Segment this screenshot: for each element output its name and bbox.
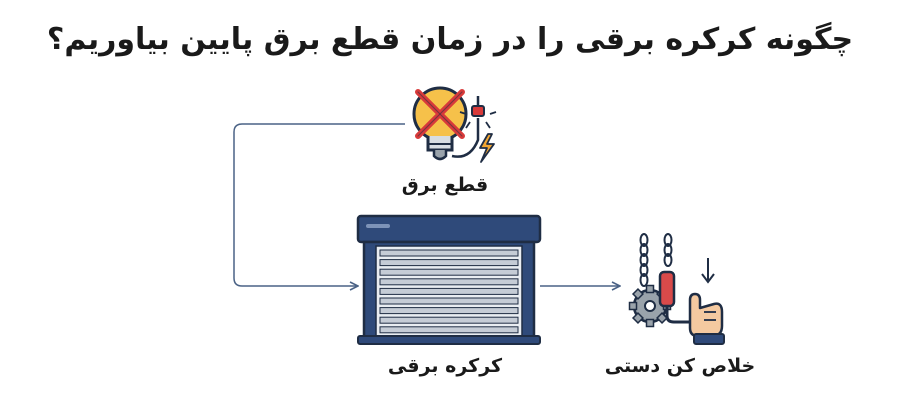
page-title: چگونه کرکره برقی را در زمان قطع برق پایی… [46,22,854,57]
shutter-slat [379,326,519,334]
chain-link [639,253,649,267]
chain-link [639,263,649,277]
connector-power-to-shutter [233,123,405,286]
node-label-electric-shutter: کرکره برقی [387,355,503,377]
chain-right [663,233,673,267]
shutter-slats [379,249,519,334]
chain-link [639,273,649,287]
shutter-slat [379,297,519,305]
gear-tooth [631,312,644,325]
shutter-slat [379,287,519,295]
node-label-power-outage: قطع برق [401,174,489,196]
shutter-slat [379,278,519,286]
down-arrow-icon [701,258,715,284]
shutter-slat [379,249,519,257]
gear-tooth [645,284,655,294]
gear-tooth [628,301,638,311]
gear-tooth [631,287,644,300]
chain-link [663,233,673,247]
chain-link [639,243,649,257]
chain-link [663,243,673,257]
hand-crank-chain-icon [628,233,725,345]
shutter-slat [379,316,519,324]
chain-link [663,253,673,267]
gear-tooth [645,318,655,328]
gear-tooth [656,312,669,325]
shutter-slat [379,268,519,276]
chain-link [639,233,649,247]
shutter-slat [379,307,519,315]
chain-left [639,233,649,287]
node-label-manual-release: خلاص کن دستی [604,355,756,377]
shutter-slat [379,259,519,267]
roller-shutter-icon [356,214,542,345]
hand-icon [688,292,725,345]
crossed-bulb-icon [412,86,497,163]
